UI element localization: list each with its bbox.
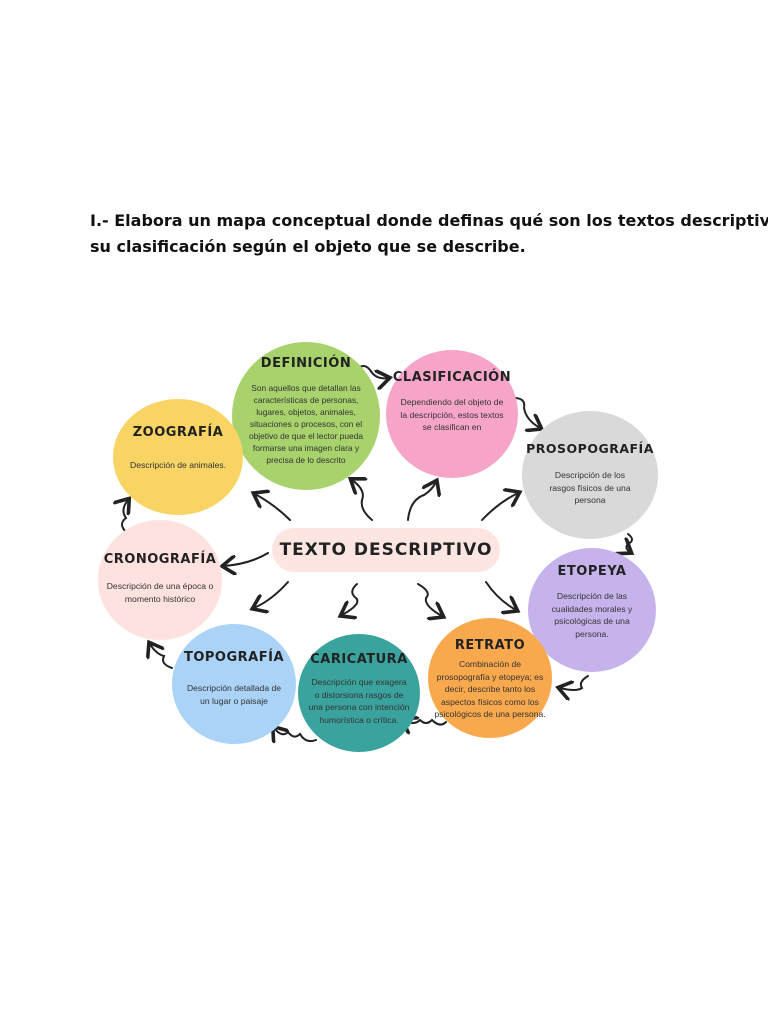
arrow-prosopografia-to-etopeya <box>626 533 632 552</box>
node-caricatura: CARICATURA Descripción que exagera o dis… <box>298 634 420 752</box>
node-etopeya-title: ETOPEYA <box>557 564 627 579</box>
instruction-text: I.- Elabora un mapa conceptual donde def… <box>90 208 768 260</box>
arrow-center-to-cronografia <box>224 552 269 566</box>
node-clasificacion-title: CLASIFICACIÓN <box>392 370 512 385</box>
node-clasificacion: CLASIFICACIÓN Dependiendo del objeto de … <box>386 350 518 478</box>
instruction-line-1: I.- Elabora un mapa conceptual donde def… <box>90 211 768 230</box>
arrow-center-to-caricatura <box>342 583 359 615</box>
arrow-center-to-clasificacion <box>407 482 436 521</box>
node-zoografia: ZOOGRAFÍA Descripción de animales. <box>113 399 243 515</box>
node-prosopografia-text: Descripción de los rasgos físicos de una… <box>549 470 631 505</box>
node-topografia-text: Descripción detallada de un lugar o pais… <box>186 683 282 706</box>
arrow-center-to-etopeya <box>485 581 516 610</box>
center-topic: TEXTO DESCRIPTIVO <box>272 528 500 572</box>
arrow-center-to-topografia <box>254 581 289 608</box>
node-retrato-text: Combinación de prosopografía y etopeya; … <box>434 659 546 719</box>
node-clasificacion-text: Dependiendo del objeto de la descripción… <box>400 397 504 432</box>
node-retrato: RETRATO Combinación de prosopografía y e… <box>428 618 552 738</box>
node-topografia-title: TOPOGRAFÍA <box>183 650 285 665</box>
instruction-line-2: su clasificación según el objeto que se … <box>90 237 526 256</box>
node-caricatura-text: Descripción que exagera o distorsiona ra… <box>308 677 410 725</box>
node-cronografia: CRONOGRAFÍA Descripción de una época o m… <box>98 520 222 640</box>
arrow-center-to-definicion <box>352 480 373 521</box>
arrow-center-to-retrato <box>417 583 442 616</box>
node-zoografia-text: Descripción de animales. <box>129 460 226 470</box>
node-etopeya: ETOPEYA Descripción de las cualidades mo… <box>528 548 656 672</box>
node-retrato-title: RETRATO <box>454 638 526 653</box>
node-prosopografia: PROSOPOGRAFÍA Descripción de los rasgos … <box>522 411 658 539</box>
node-definicion-text: Son aquellos que detallan las caracterís… <box>248 383 364 465</box>
node-cronografia-title: CRONOGRAFÍA <box>103 552 217 567</box>
arrow-topografia-to-cronografia <box>150 644 173 669</box>
node-zoografia-title: ZOOGRAFÍA <box>132 425 224 440</box>
arrow-caricatura-to-topografia <box>274 728 317 741</box>
arrow-cronografia-to-zoografia <box>122 500 128 533</box>
arrow-etopeya-to-retrato <box>560 675 589 690</box>
node-cronografia-text: Descripción de una época o momento histó… <box>106 581 214 604</box>
arrow-clasificacion-to-prosopografia <box>513 397 540 428</box>
node-caricatura-title: CARICATURA <box>310 652 408 667</box>
node-etopeya-text: Descripción de las cualidades morales y … <box>551 591 633 639</box>
arrow-retrato-to-caricatura <box>404 720 447 725</box>
node-definicion: DEFINICIÓN Son aquellos que detallan las… <box>232 342 380 490</box>
node-definicion-title: DEFINICIÓN <box>260 356 352 371</box>
node-prosopografia-title: PROSOPOGRAFÍA <box>526 441 654 456</box>
node-topografia: TOPOGRAFÍA Descripción detallada de un l… <box>172 624 296 744</box>
arrow-center-to-zoografia <box>255 494 291 521</box>
arrow-center-to-prosopografia <box>481 493 518 521</box>
